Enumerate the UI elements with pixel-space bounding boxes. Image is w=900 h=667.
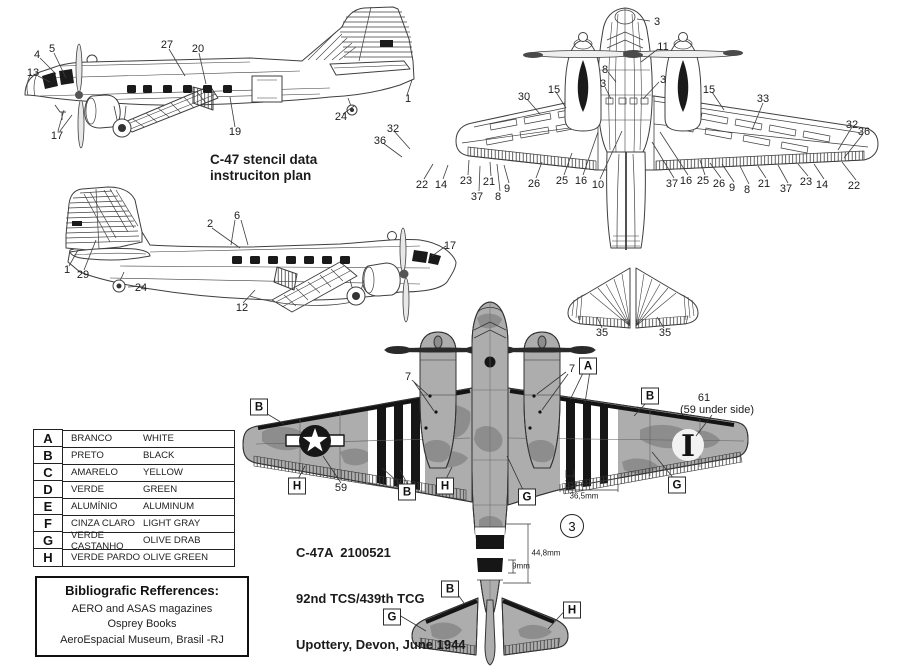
color-name-portuguese: BRANCO: [71, 433, 113, 445]
color-name-english: ALUMINUM: [143, 501, 195, 513]
color-letter-cell: D: [33, 480, 63, 499]
color-name-english: OLIVE DRAB: [143, 535, 201, 547]
color-name-portuguese: VERDE: [71, 484, 105, 496]
color-desc-cell: VERDE CASTANHO OLIVE DRAB: [62, 529, 235, 552]
color-letter-cell: E: [33, 497, 63, 516]
color-desc-cell: BRANCO WHITE: [62, 429, 235, 448]
color-legend-table: A BRANCO WHITE B PRETO BLACK C AMARELO Y…: [33, 429, 235, 567]
reference-line: Osprey Books: [107, 618, 177, 631]
color-name-portuguese: VERDE CASTANHO: [71, 529, 124, 552]
color-name-english: LIGHT GRAY: [143, 518, 201, 530]
color-desc-cell: PRETO BLACK: [62, 446, 235, 465]
color-name-english: WHITE: [143, 433, 174, 445]
color-letter-cell: B: [33, 446, 63, 465]
caption-line3: Upottery, Devon, June 1944: [296, 636, 466, 652]
bibliographic-references-box: Bibliografic Refferences: AERO and ASAS …: [35, 576, 249, 658]
color-desc-cell: VERDE GREEN: [62, 480, 235, 499]
side-view-starboard: [24, 6, 415, 149]
color-letter-cell: H: [33, 548, 63, 567]
color-legend-row: H VERDE PARDO OLIVE GREEN: [33, 548, 235, 567]
color-name-portuguese: CINZA CLARO: [71, 518, 135, 530]
color-name-english: BLACK: [143, 450, 175, 462]
reference-line: AeroEspacial Museum, Brasil -RJ: [60, 633, 224, 646]
underside-plan-view: [382, 7, 879, 250]
color-name-english: YELLOW: [143, 467, 183, 479]
color-legend-row: D VERDE GREEN: [33, 480, 235, 499]
color-name-english: OLIVE GREEN: [143, 552, 209, 564]
color-letter-cell: C: [33, 463, 63, 482]
color-name-portuguese: PRETO: [71, 450, 104, 462]
squadron-letter-marking: I: [672, 429, 704, 464]
color-legend-row: G VERDE CASTANHO OLIVE DRAB: [33, 529, 235, 552]
caption-line1: C-47A 2100521: [296, 544, 391, 560]
camouflage-top-view: I: [242, 301, 749, 666]
aircraft-caption: C-47A 2100521 92nd TCS/439th TCG Upotter…: [296, 514, 466, 667]
color-name-portuguese: ALUMÍNIO: [71, 501, 118, 513]
color-legend-row: B PRETO BLACK: [33, 446, 235, 465]
scheme-number-badge: 3: [560, 514, 584, 538]
side-view-port: [65, 186, 457, 323]
references-lines: AERO and ASAS magazines Osprey Books Aer…: [39, 602, 245, 648]
reference-line: AERO and ASAS magazines: [71, 603, 213, 615]
svg-text:I: I: [681, 429, 695, 464]
color-letter-cell: F: [33, 514, 63, 533]
caption-line2: 92nd TCS/439th TCG: [296, 590, 425, 606]
color-name-portuguese: AMARELO: [71, 467, 118, 479]
color-name-portuguese: VERDE PARDO: [71, 552, 141, 564]
color-legend-row: C AMARELO YELLOW: [33, 463, 235, 482]
color-letter-cell: A: [33, 429, 63, 448]
color-letter-cell: G: [33, 531, 63, 550]
color-legend-row: E ALUMÍNIO ALUMINUM: [33, 497, 235, 516]
color-name-english: GREEN: [143, 484, 178, 496]
color-desc-cell: ALUMÍNIO ALUMINUM: [62, 497, 235, 516]
color-legend-row: A BRANCO WHITE: [33, 429, 235, 448]
color-desc-cell: VERDE PARDO OLIVE GREEN: [62, 548, 235, 567]
plan-title-line1: C-47 stencil data: [210, 152, 318, 167]
plan-title-line2: instruciton plan: [210, 168, 312, 184]
color-desc-cell: AMARELO YELLOW: [62, 463, 235, 482]
plan-title: C-47 stencil data instruciton plan: [210, 152, 317, 184]
star-insignia: [285, 425, 345, 457]
tailplane-detail-view: [567, 267, 699, 329]
references-title: Bibliografic Refferences:: [65, 583, 219, 598]
